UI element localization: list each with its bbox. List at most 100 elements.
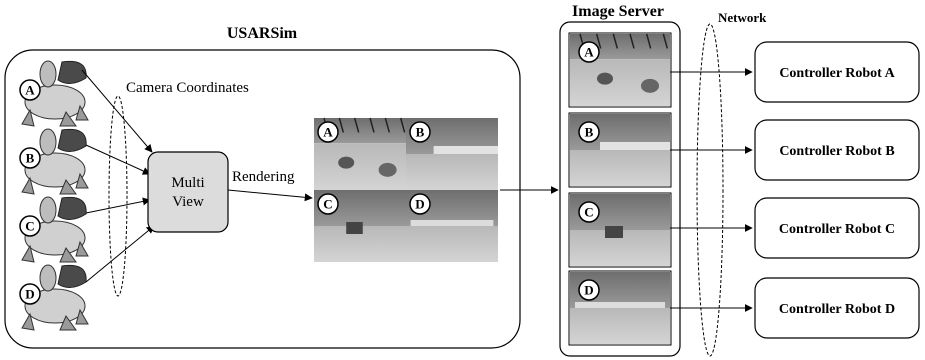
- arrow-robot-c-to-multiview: [85, 197, 151, 214]
- controller-box: [754, 119, 920, 181]
- letter-text: C: [323, 197, 332, 212]
- controller-robot-a: Controller Robot A: [670, 41, 920, 103]
- composite-label-d: D: [409, 193, 431, 215]
- server-label-b: B: [578, 121, 600, 143]
- controller-label: Controller Robot D: [779, 302, 895, 317]
- controller-box: [754, 277, 920, 339]
- letter-text: B: [585, 125, 594, 140]
- composite-label-a: A: [317, 121, 339, 143]
- server-label-d: D: [578, 279, 600, 301]
- robot-label-d: D: [19, 283, 41, 305]
- multiview-box: [147, 151, 229, 233]
- network-label: Network: [718, 10, 767, 25]
- letter-text: A: [25, 83, 35, 98]
- scene-light: [612, 33, 619, 49]
- server-label-a: A: [578, 41, 600, 63]
- network-ellipse: [696, 23, 724, 357]
- camera-coordinates-label: Camera Coordinates: [126, 80, 249, 96]
- robot-ear: [39, 196, 57, 224]
- scene-ledge: [410, 220, 494, 226]
- letter-text: B: [26, 151, 35, 166]
- scene-light: [595, 33, 602, 49]
- letter-text: D: [584, 283, 593, 298]
- robot-ear: [39, 60, 57, 88]
- scene-object: [378, 162, 397, 177]
- server-image-d: D: [570, 272, 670, 344]
- letter-circle: [409, 121, 431, 143]
- letter-circle: [578, 201, 600, 223]
- scene-ledge: [575, 302, 665, 308]
- controller-label: Controller Robot A: [779, 66, 895, 81]
- server-frame-border: [568, 32, 672, 108]
- robot-leg: [59, 178, 77, 195]
- letter-circle: [578, 41, 600, 63]
- scene-object: [641, 78, 659, 93]
- camera-coordinates-ellipse: [108, 95, 128, 297]
- multiview-label-line2: View: [172, 194, 204, 210]
- controller-label: Controller Robot B: [779, 144, 894, 159]
- scene-ledge: [433, 146, 498, 154]
- arrow-robot-a-to-multiview: [81, 69, 153, 153]
- controller-box: [754, 41, 920, 103]
- letter-circle: [19, 79, 41, 101]
- robot-label-a: A: [19, 79, 41, 101]
- scene-light: [353, 117, 360, 133]
- letter-circle: [578, 279, 600, 301]
- server-image-b: B: [570, 114, 670, 186]
- robot-leg: [21, 312, 35, 331]
- composite-label-c: C: [317, 193, 339, 215]
- server-label-c: C: [578, 201, 600, 223]
- robot-leg: [59, 110, 77, 127]
- scene-object: [338, 156, 355, 169]
- scene-floor: [570, 308, 670, 344]
- robot-dog-a: A: [19, 60, 89, 127]
- letter-circle: [19, 215, 41, 237]
- scene-ledge: [600, 142, 670, 150]
- composite-view-a: A: [314, 117, 406, 190]
- controller-label: Controller Robot C: [779, 222, 895, 237]
- arrow-robot-d-to-multiview: [85, 225, 155, 283]
- letter-circle: [578, 121, 600, 143]
- scene-floor: [570, 150, 670, 186]
- robot-leg: [75, 240, 89, 257]
- image-server-frames: A B C D: [568, 32, 672, 346]
- letter-text: A: [323, 125, 333, 140]
- usarsim-title: USARSim: [227, 25, 298, 42]
- composite-label-b: B: [409, 121, 431, 143]
- rendering-label: Rendering: [232, 169, 295, 185]
- robot-leg: [75, 172, 89, 189]
- rendered-composite-image: A B C D: [314, 117, 498, 262]
- scene-floor: [406, 154, 498, 190]
- robot-head: [57, 264, 87, 288]
- controller-robot-b: Controller Robot B: [670, 119, 920, 181]
- letter-circle: [317, 121, 339, 143]
- controller-box: [754, 197, 920, 259]
- robot-dog-d: D: [19, 264, 89, 331]
- robot-ear: [39, 128, 57, 156]
- robot-dog-b: B: [19, 128, 89, 195]
- multiview-label-line1: Multi: [171, 175, 204, 191]
- letter-circle: [317, 193, 339, 215]
- arrow-robot-b-to-multiview: [85, 144, 151, 175]
- scene-light: [338, 117, 345, 133]
- letter-text: D: [415, 197, 424, 212]
- letter-text: D: [25, 287, 34, 302]
- letter-text: A: [584, 45, 594, 60]
- robot-leg: [21, 244, 35, 263]
- letter-circle: [409, 193, 431, 215]
- robot-ear: [39, 264, 57, 292]
- robot-head: [57, 60, 87, 84]
- composite-view-c: C: [314, 190, 406, 262]
- scene-light: [384, 117, 391, 133]
- robot-leg: [75, 104, 89, 121]
- scene-floor: [406, 226, 498, 262]
- robot-head: [57, 128, 87, 152]
- robot-leg: [59, 314, 77, 331]
- letter-circle: [19, 283, 41, 305]
- robot-head: [57, 196, 87, 220]
- scene-light: [369, 117, 375, 133]
- composite-view-d: D: [406, 190, 498, 262]
- scene-light: [629, 33, 635, 49]
